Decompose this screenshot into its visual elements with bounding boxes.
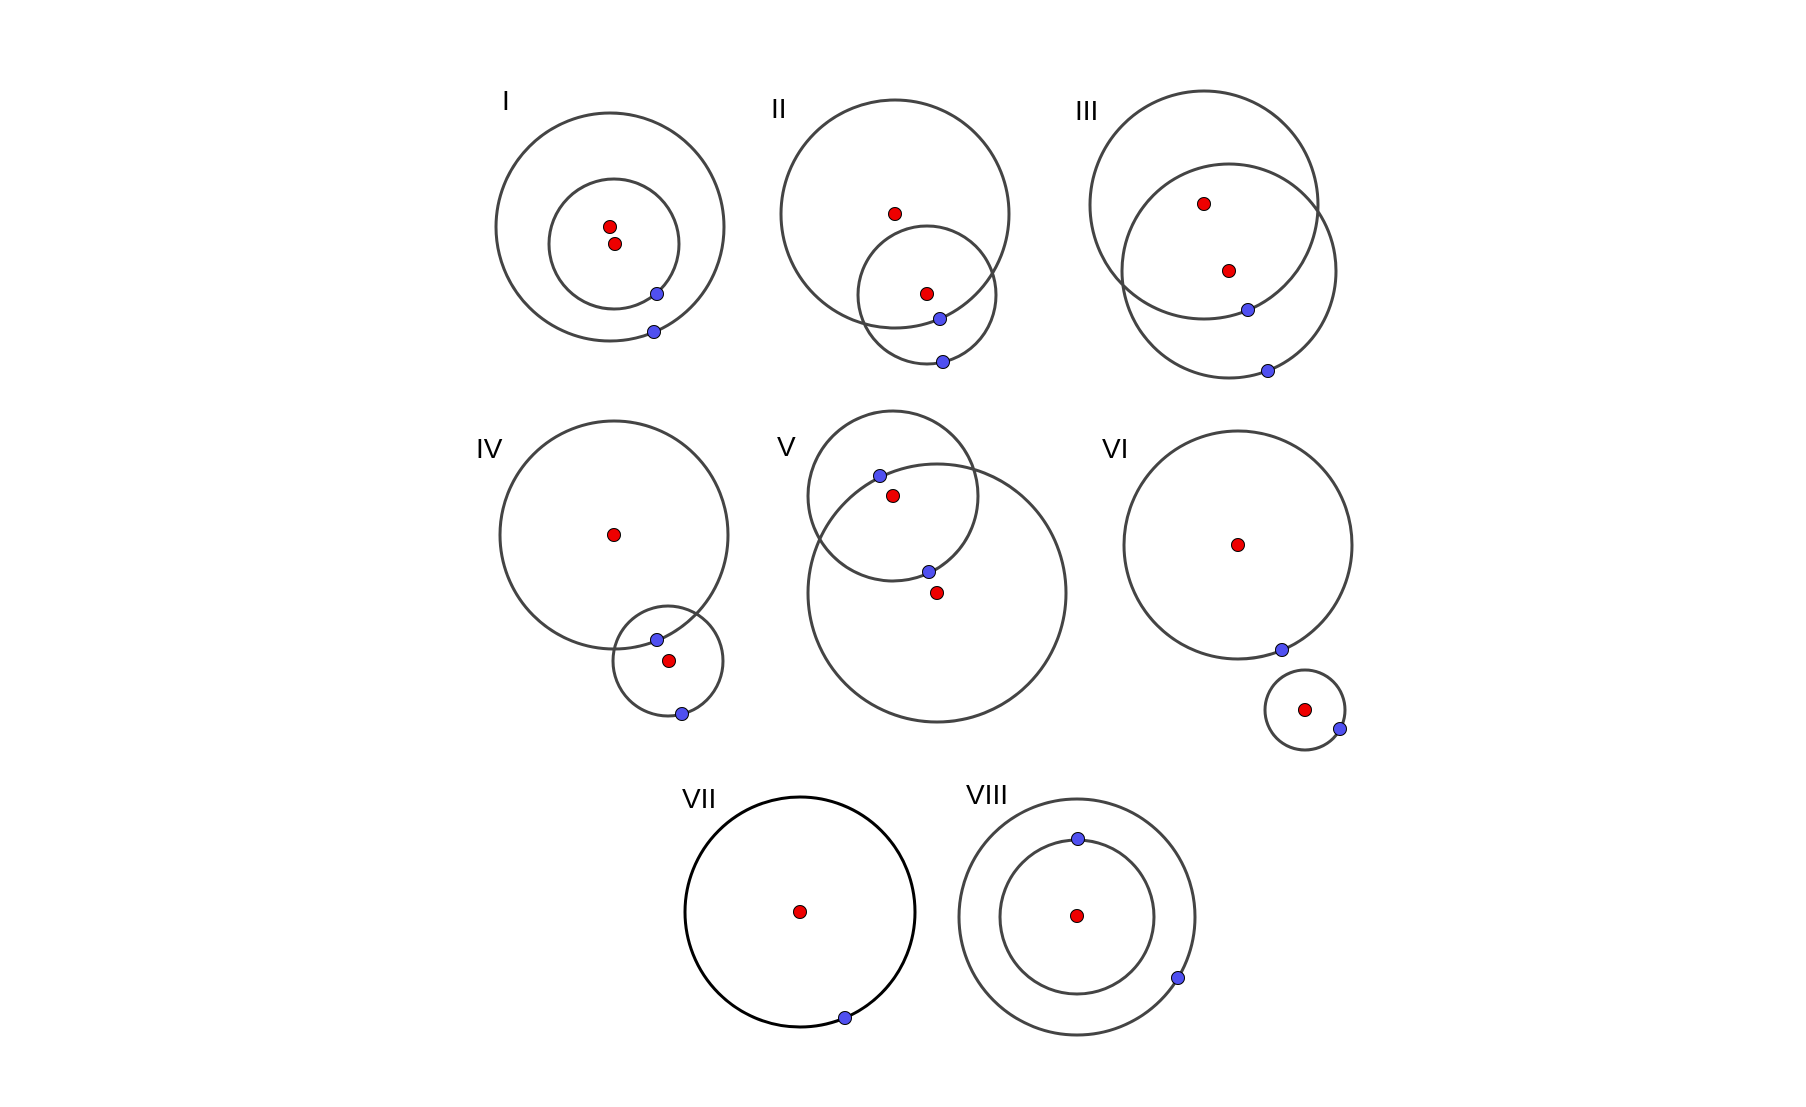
circle-large xyxy=(1088,89,1320,321)
panel-i: I xyxy=(494,85,726,343)
panel-vii: VII xyxy=(682,783,917,1029)
circle-large xyxy=(779,98,1011,330)
circle-large xyxy=(806,462,1068,724)
center-point xyxy=(930,586,944,600)
circle-small xyxy=(1263,668,1347,752)
circumference-point xyxy=(675,707,689,721)
panel-label-vii: VII xyxy=(682,783,716,814)
panel-label-i: I xyxy=(502,85,510,116)
circle-small xyxy=(547,177,681,311)
center-point xyxy=(1231,538,1245,552)
center-point xyxy=(1222,264,1236,278)
circumference-point xyxy=(936,355,950,369)
panel-iii: III xyxy=(1075,89,1338,380)
center-point xyxy=(603,220,617,234)
circumference-point xyxy=(1241,303,1255,317)
circumference-point xyxy=(1333,722,1347,736)
circumference-point xyxy=(650,287,664,301)
panel-label-viii: VIII xyxy=(966,779,1008,810)
circumference-point xyxy=(922,565,936,579)
panel-label-iv: IV xyxy=(476,433,503,464)
circumference-point xyxy=(873,469,887,483)
circumference-point xyxy=(1275,643,1289,657)
center-point xyxy=(920,287,934,301)
circle-coincident xyxy=(683,795,917,1029)
circumference-point xyxy=(650,633,664,647)
circle-small xyxy=(806,409,980,583)
circle-small xyxy=(856,224,998,366)
panel-label-vi: VI xyxy=(1102,433,1128,464)
center-point xyxy=(1197,197,1211,211)
circumference-point xyxy=(933,312,947,326)
circumference-point xyxy=(838,1011,852,1025)
center-point xyxy=(608,237,622,251)
circumference-point xyxy=(1071,832,1085,846)
circumference-point xyxy=(1261,364,1275,378)
center-point xyxy=(662,654,676,668)
circumference-point xyxy=(647,325,661,339)
panel-label-v: V xyxy=(777,431,796,462)
circle-small xyxy=(1120,162,1338,380)
circle-large xyxy=(494,111,726,343)
circle-small xyxy=(611,604,725,718)
center-point xyxy=(886,489,900,503)
panel-iv: IV xyxy=(476,419,730,721)
panel-label-ii: II xyxy=(771,93,787,124)
circumference-point xyxy=(1171,971,1185,985)
center-point xyxy=(607,528,621,542)
center-point xyxy=(1298,703,1312,717)
center-point xyxy=(793,905,807,919)
circle-large xyxy=(957,797,1197,1037)
circle-large xyxy=(1122,429,1354,661)
panel-label-iii: III xyxy=(1075,95,1098,126)
center-point xyxy=(888,207,902,221)
panel-vi: VI xyxy=(1102,429,1354,752)
panel-ii: II xyxy=(771,93,1011,369)
panel-v: V xyxy=(777,409,1068,724)
panel-viii: VIII xyxy=(957,779,1197,1037)
center-point xyxy=(1070,909,1084,923)
